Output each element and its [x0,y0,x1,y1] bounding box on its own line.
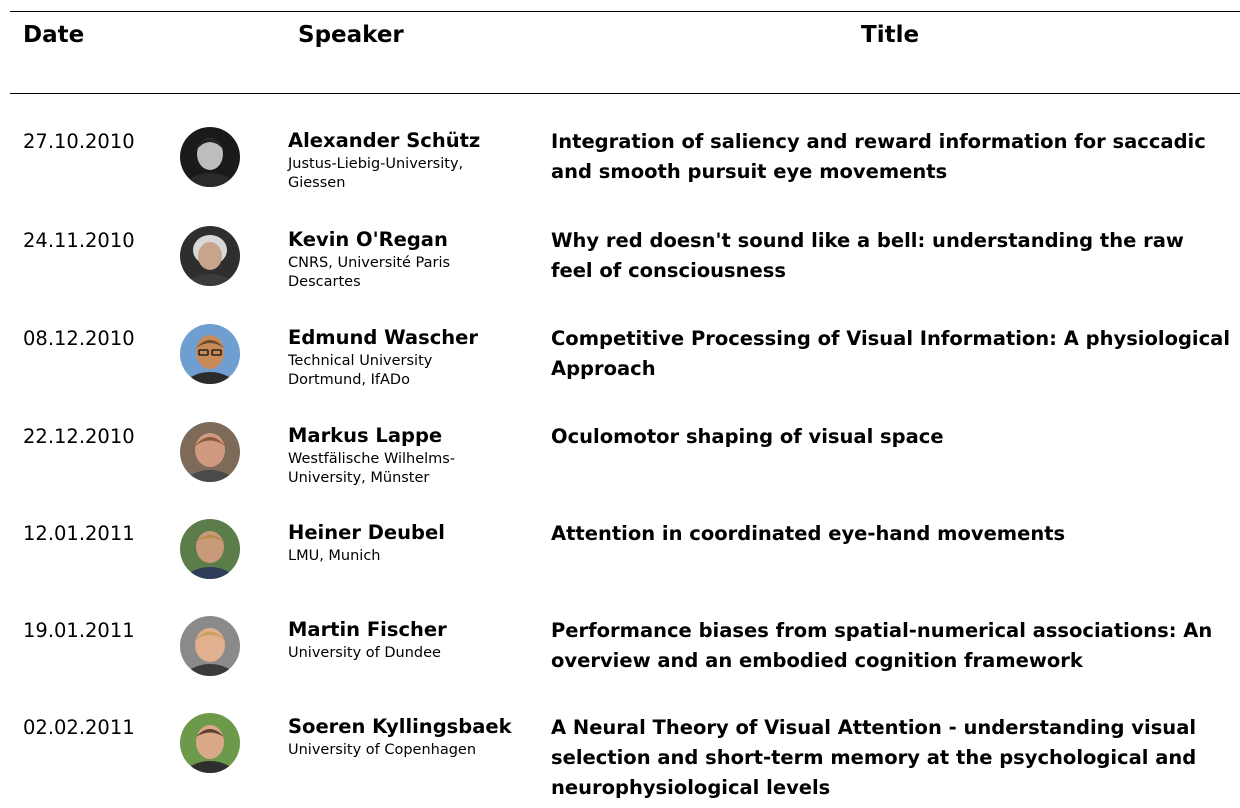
talk-date: 12.01.2011 [23,522,135,545]
speaker-name: Alexander Schütz [288,129,481,152]
talk-date: 27.10.2010 [23,130,135,153]
top-rule [10,11,1240,12]
speaker-photo-icon [180,127,240,187]
speaker-name: Martin Fischer [288,618,447,641]
talk-title: Performance biases from spatial-numerica… [551,619,1213,672]
speaker-name: Edmund Wascher [288,326,478,349]
speaker-affiliation: Descartes [288,274,361,290]
talk-title: Why red doesn't sound like a bell: under… [551,229,1184,282]
talk-date: 08.12.2010 [23,327,135,350]
speaker-name: Kevin O'Regan [288,228,448,251]
speaker-affiliation: LMU, Munich [288,548,381,564]
talk-date: 24.11.2010 [23,229,135,252]
talk-date: 02.02.2011 [23,716,135,739]
speaker-affiliation: University, Münster [288,470,430,486]
speaker-affiliation: Technical University [288,353,433,369]
header-rule [10,93,1240,94]
speaker-photo-icon [180,422,240,482]
speaker-photo-icon [180,324,240,384]
speaker-affiliation: University of Dundee [288,645,441,661]
speaker-photo-icon [180,713,240,773]
talk-title: Integration of saliency and reward infor… [551,130,1206,183]
speaker-affiliation: Justus-Liebig-University, [288,156,464,172]
header-title: Title [861,22,920,48]
header-speaker: Speaker [298,22,404,48]
talk-title: Oculomotor shaping of visual space [551,425,944,448]
speaker-affiliation: Westfälische Wilhelms- [288,451,456,467]
speaker-affiliation: Dortmund, IfADo [288,372,410,388]
talk-title: A Neural Theory of Visual Attention - un… [551,716,1197,799]
talk-date: 19.01.2011 [23,619,135,642]
speaker-name: Soeren Kyllingsbaek [288,715,512,738]
speaker-affiliation: Giessen [288,175,346,191]
talk-title: Competitive Processing of Visual Informa… [551,327,1231,380]
talk-title: Attention in coordinated eye-hand moveme… [551,522,1066,545]
speaker-photo-icon [180,226,240,286]
speaker-name: Markus Lappe [288,424,443,447]
speaker-affiliation: University of Copenhagen [288,742,477,758]
speaker-name: Heiner Deubel [288,521,445,544]
speaker-photo-icon [180,519,240,579]
speaker-affiliation: CNRS, Université Paris [288,255,451,271]
talk-date: 22.12.2010 [23,425,135,448]
speaker-photo-icon [180,616,240,676]
header-date: Date [23,22,85,48]
